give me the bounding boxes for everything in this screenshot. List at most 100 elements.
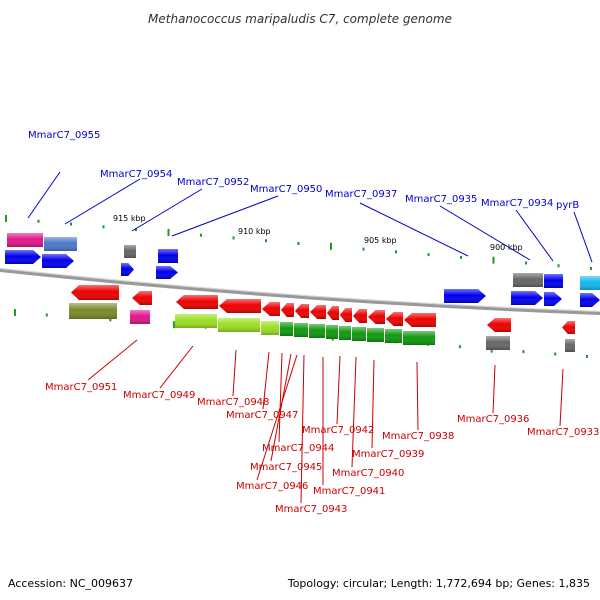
label-mmarc7-0938[interactable]: MmarC7_0938 bbox=[382, 431, 454, 442]
gene-feature[interactable] bbox=[513, 273, 543, 287]
scale-tick bbox=[525, 261, 527, 265]
gene-arrow-reverse[interactable] bbox=[132, 291, 152, 305]
gene-arrow-reverse[interactable] bbox=[368, 310, 385, 324]
gene-arrow-forward[interactable] bbox=[444, 289, 486, 303]
label-mmarc7-0948[interactable]: MmarC7_0948 bbox=[197, 397, 269, 408]
leader-line-forward bbox=[515, 209, 554, 262]
label-mmarc7-0939[interactable]: MmarC7_0939 bbox=[352, 449, 424, 460]
label-pyrb[interactable]: pyrB bbox=[556, 200, 579, 211]
gene-feature[interactable] bbox=[339, 326, 351, 340]
gene-feature[interactable] bbox=[69, 303, 117, 319]
gene-feature[interactable] bbox=[326, 325, 338, 339]
leader-line-reverse bbox=[232, 349, 237, 397]
label-mmarc7-0947[interactable]: MmarC7_0947 bbox=[226, 410, 298, 421]
scale-tick bbox=[395, 250, 397, 254]
gene-arrow-reverse[interactable] bbox=[340, 308, 352, 322]
label-mmarc7-0945[interactable]: MmarC7_0945 bbox=[250, 462, 322, 473]
label-mmarc7-0935[interactable]: MmarC7_0935 bbox=[405, 194, 477, 205]
leader-line-forward bbox=[64, 178, 141, 225]
scale-tick bbox=[5, 215, 7, 222]
gene-arrow-forward[interactable] bbox=[544, 292, 562, 306]
gene-feature[interactable] bbox=[403, 331, 435, 345]
gene-feature[interactable] bbox=[544, 274, 563, 288]
gene-arrow-reverse[interactable] bbox=[562, 321, 575, 334]
gene-feature[interactable] bbox=[294, 323, 308, 337]
leader-line-forward bbox=[573, 211, 593, 263]
gene-arrow-reverse[interactable] bbox=[295, 304, 309, 318]
gene-arrow-forward[interactable] bbox=[121, 263, 134, 276]
scale-tick bbox=[265, 239, 267, 243]
gene-arrow-reverse[interactable] bbox=[71, 285, 119, 300]
scale-tick bbox=[135, 228, 137, 232]
gene-feature[interactable] bbox=[565, 339, 575, 352]
leader-line-reverse bbox=[159, 345, 194, 389]
label-mmarc7-0936[interactable]: MmarC7_0936 bbox=[457, 414, 529, 425]
gene-feature[interactable] bbox=[367, 328, 384, 342]
leader-line-reverse bbox=[87, 339, 138, 381]
scale-tick bbox=[167, 228, 170, 236]
gene-arrow-forward[interactable] bbox=[42, 254, 74, 268]
gene-feature[interactable] bbox=[7, 233, 43, 247]
scale-tick bbox=[458, 345, 461, 349]
scale-tick bbox=[297, 242, 300, 245]
gene-feature[interactable] bbox=[280, 322, 293, 336]
gene-feature[interactable] bbox=[130, 310, 150, 324]
gene-arrow-reverse[interactable] bbox=[487, 318, 511, 332]
scale-tick bbox=[427, 253, 430, 257]
gene-feature[interactable] bbox=[385, 329, 402, 343]
label-mmarc7-0952[interactable]: MmarC7_0952 bbox=[177, 177, 249, 188]
label-mmarc7-0944[interactable]: MmarC7_0944 bbox=[262, 443, 334, 454]
leader-line-forward bbox=[27, 171, 61, 219]
label-mmarc7-0946[interactable]: MmarC7_0946 bbox=[236, 481, 308, 492]
label-mmarc7-0940[interactable]: MmarC7_0940 bbox=[332, 468, 404, 479]
gene-arrow-reverse[interactable] bbox=[262, 302, 280, 316]
gene-features bbox=[5, 233, 600, 352]
label-mmarc7-0943[interactable]: MmarC7_0943 bbox=[275, 504, 347, 515]
label-mmarc7-0950[interactable]: MmarC7_0950 bbox=[250, 184, 322, 195]
gene-feature[interactable] bbox=[352, 327, 366, 341]
leader-line-reverse bbox=[559, 368, 564, 427]
gene-arrow-reverse[interactable] bbox=[327, 306, 339, 320]
gene-feature[interactable] bbox=[580, 276, 600, 290]
leader-line-forward bbox=[131, 188, 203, 232]
gene-feature[interactable] bbox=[124, 245, 136, 258]
label-mmarc7-0942[interactable]: MmarC7_0942 bbox=[302, 425, 374, 436]
label-mmarc7-0951[interactable]: MmarC7_0951 bbox=[45, 382, 117, 393]
gene-feature[interactable] bbox=[486, 336, 510, 350]
gene-arrow-forward[interactable] bbox=[580, 293, 600, 307]
scale-tick bbox=[522, 350, 525, 354]
leader-line-reverse bbox=[300, 354, 305, 504]
label-mmarc7-0954[interactable]: MmarC7_0954 bbox=[100, 169, 172, 180]
scale-tick bbox=[70, 222, 72, 226]
label-mmarc7-0949[interactable]: MmarC7_0949 bbox=[123, 390, 195, 401]
gene-feature[interactable] bbox=[44, 237, 77, 251]
leader-line-forward bbox=[439, 205, 531, 261]
label-mmarc7-0941[interactable]: MmarC7_0941 bbox=[313, 486, 385, 497]
gene-arrow-reverse[interactable] bbox=[386, 312, 403, 326]
gene-arrow-reverse[interactable] bbox=[404, 313, 436, 327]
gene-arrow-reverse[interactable] bbox=[176, 295, 218, 309]
gene-feature[interactable] bbox=[218, 318, 260, 332]
scale-tick bbox=[557, 264, 560, 268]
gene-arrow-forward[interactable] bbox=[511, 291, 543, 305]
kbp-label-910: 910 kbp bbox=[238, 227, 271, 236]
gene-feature[interactable] bbox=[175, 314, 217, 328]
gene-arrow-reverse[interactable] bbox=[281, 303, 294, 317]
gene-feature[interactable] bbox=[309, 324, 325, 338]
gene-arrow-reverse[interactable] bbox=[310, 305, 326, 319]
gene-arrow-forward[interactable] bbox=[156, 266, 178, 279]
gene-feature[interactable] bbox=[261, 321, 279, 335]
label-mmarc7-0937[interactable]: MmarC7_0937 bbox=[325, 189, 397, 200]
gene-feature[interactable] bbox=[158, 249, 178, 263]
gene-arrow-reverse[interactable] bbox=[219, 299, 261, 313]
kbp-label-915: 915 kbp bbox=[113, 214, 146, 223]
scale-tick bbox=[554, 352, 557, 356]
label-mmarc7-0934[interactable]: MmarC7_0934 bbox=[481, 198, 553, 209]
scale-tick bbox=[37, 219, 40, 223]
scale-tick bbox=[586, 355, 588, 358]
label-mmarc7-0933[interactable]: MmarC7_0933 bbox=[527, 427, 599, 438]
leader-line-reverse bbox=[262, 351, 270, 410]
label-mmarc7-0955[interactable]: MmarC7_0955 bbox=[28, 130, 100, 141]
gene-arrow-reverse[interactable] bbox=[353, 309, 367, 323]
gene-arrow-forward[interactable] bbox=[5, 250, 41, 264]
